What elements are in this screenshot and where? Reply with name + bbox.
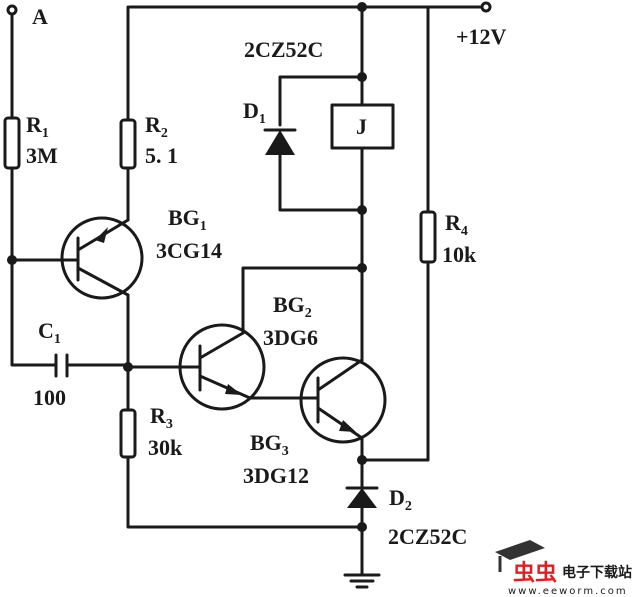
svg-text:虫虫: 虫虫 [513,560,557,586]
resistor-r4 [419,210,437,264]
r4-value: 10k [442,242,477,267]
diode-d1 [263,128,297,155]
bg3-label: BG3 [250,430,289,459]
resistor-r3 [119,408,137,459]
r1-value: 3M [26,143,58,168]
junctions [7,2,367,532]
c1-value: 100 [33,385,66,410]
r2-label: R2 [145,112,168,141]
r1-label: R1 [26,112,49,141]
resistor-r1 [3,116,21,170]
r3-label: R3 [150,403,173,432]
wires [10,5,484,589]
node-a-label: A [32,4,48,29]
capacitor-c1 [54,353,69,378]
resistor-r2 [119,118,137,170]
relay-j [330,103,395,150]
d2-value: 2CZ52C [388,524,467,549]
d2-label: D2 [389,485,412,514]
r4-label: R4 [445,210,468,239]
terminal-a [6,4,18,16]
transistor-bg3 [299,356,387,444]
r2-value: 5. 1 [145,143,178,168]
svg-text:www.eeworm.com: www.eeworm.com [508,586,628,597]
d1-label: D1 [243,98,266,127]
diode-d2 [345,486,379,508]
d1-value: 2CZ52C [244,37,323,62]
c1-label: C1 [38,318,61,347]
bg1-label: BG1 [168,205,207,234]
bg1-value: 3CG14 [156,238,222,263]
r3-value: 30k [148,435,183,460]
transistor-bg2 [178,323,266,411]
supply-label: +12V [456,24,507,49]
relay-label: J [356,114,367,139]
watermark-logo: 虫虫 电子下载站 www.eeworm.com [495,540,632,597]
bg2-value: 3DG6 [263,325,318,350]
terminal-supply [480,1,492,13]
svg-text:电子下载站: 电子下载站 [562,564,632,581]
bg2-label: BG2 [273,292,312,321]
bg3-value: 3DG12 [243,463,309,488]
transistor-bg1 [60,216,144,300]
